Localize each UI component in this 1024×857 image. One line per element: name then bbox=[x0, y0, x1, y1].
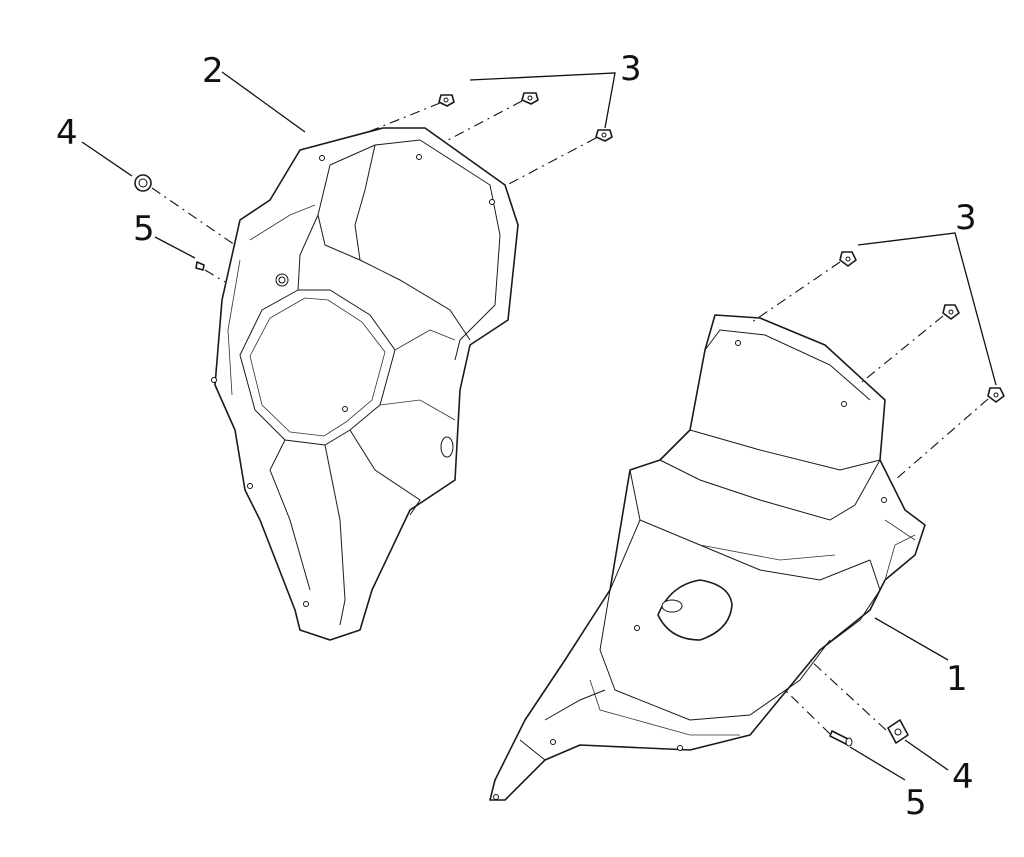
fastener-clip-3-top-a bbox=[438, 94, 455, 107]
fastener-clip-3-top-b bbox=[521, 92, 539, 105]
callout-5-left: 5 bbox=[133, 209, 155, 249]
leader-lines bbox=[81, 71, 997, 781]
callout-5-right: 5 bbox=[905, 783, 927, 823]
fastener-nut-4-left bbox=[134, 174, 152, 192]
callout-3-right: 3 bbox=[955, 198, 977, 238]
fastener-pin-5-right bbox=[829, 730, 853, 747]
part-1-right-panel bbox=[489, 314, 926, 801]
fastener-nut-4-right bbox=[887, 719, 909, 744]
callout-4-left: 4 bbox=[56, 113, 78, 153]
callout-3-top: 3 bbox=[620, 49, 642, 89]
fastener-pin-5-left bbox=[195, 261, 205, 271]
part-2-left-panel bbox=[211, 127, 519, 641]
fastener-clip-3-right-b bbox=[942, 304, 960, 320]
callout-2: 2 bbox=[202, 51, 224, 91]
callout-4-right: 4 bbox=[952, 757, 974, 797]
callout-1: 1 bbox=[946, 659, 968, 699]
assembly-lines bbox=[151, 100, 989, 735]
fastener-clip-3-top-c bbox=[595, 129, 613, 142]
fastener-clip-3-right-a bbox=[839, 251, 857, 267]
fastener-clip-3-right-c bbox=[987, 387, 1005, 403]
